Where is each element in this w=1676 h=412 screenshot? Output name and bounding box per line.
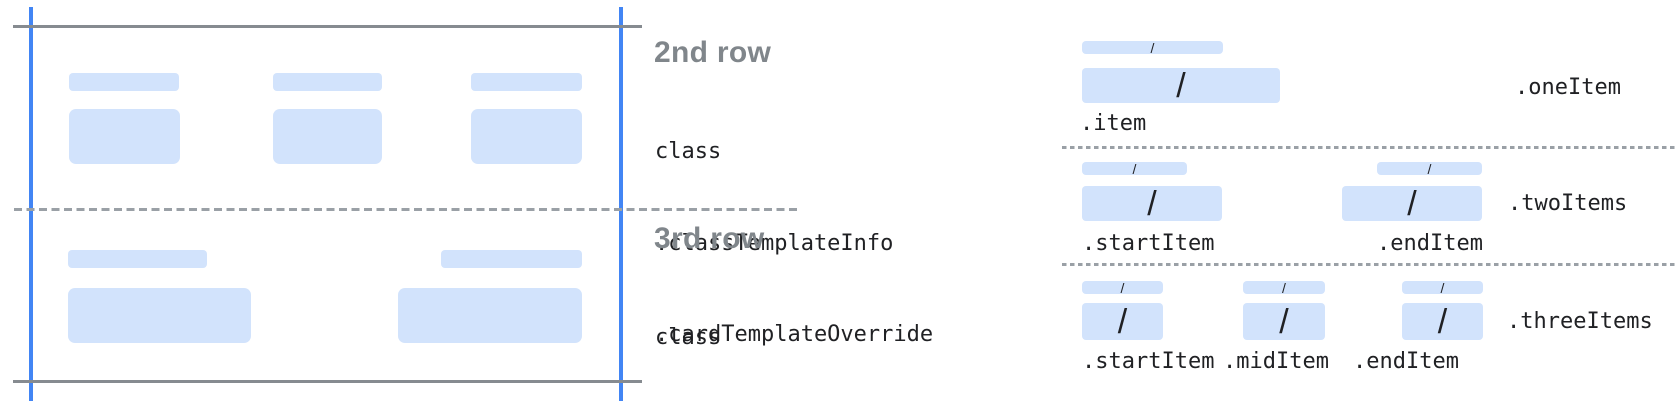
placeholder-slash: / — [1132, 160, 1137, 177]
threeitems-end-value-bar: / — [1402, 303, 1483, 340]
placeholder-slash: / — [1279, 302, 1289, 341]
placeholder-slash: / — [1282, 279, 1286, 296]
code-line: class — [655, 139, 722, 164]
threeitems-start-value-bar: / — [1082, 303, 1163, 340]
row3-end-value-placeholder — [398, 288, 582, 343]
placeholder-slash: / — [1147, 184, 1157, 223]
card-left-edge-guide — [29, 7, 33, 401]
threeitems-mid-label-bar: / — [1243, 279, 1325, 296]
placeholder-slash: / — [1407, 184, 1417, 223]
legend-divider-dotted-line — [1062, 146, 1676, 149]
placeholder-slash: / — [1120, 279, 1125, 296]
row-2-class-path: class .classTemplateInfo .cardTemplateOv… — [655, 76, 973, 412]
twoitems-start-value-bar: / — [1082, 186, 1222, 221]
row-2-heading: 2nd row — [654, 36, 772, 69]
card-top-edge-guide — [13, 25, 642, 28]
row2-col2-value-placeholder — [273, 109, 382, 164]
oneitem-class-label: .oneItem — [1515, 75, 1621, 100]
twoitems-start-label-bar: / — [1082, 160, 1187, 177]
startitem-field-label: .startItem — [1082, 349, 1215, 374]
placeholder-slash: / — [1117, 302, 1128, 341]
twoitems-class-label: .twoItems — [1508, 191, 1628, 216]
row2-col1-value-placeholder — [69, 109, 180, 164]
placeholder-slash: / — [1150, 39, 1155, 56]
enditem-field-label: .endItem — [1353, 349, 1459, 374]
row-3-heading: 3rd row — [654, 222, 765, 255]
code-line: class — [655, 325, 722, 350]
miditem-field-label: .midItem — [1223, 349, 1329, 374]
row3-start-value-placeholder — [68, 288, 251, 343]
placeholder-slash: / — [1437, 302, 1448, 341]
row2-col3-value-placeholder — [471, 109, 582, 164]
legend-divider-dotted-line — [1062, 263, 1676, 266]
placeholder-slash: / — [1176, 66, 1186, 105]
enditem-field-label: .endItem — [1377, 231, 1483, 256]
twoitems-end-label-bar: / — [1377, 160, 1482, 177]
code-line: .classTemplateInfo — [655, 230, 894, 256]
card-bottom-edge-guide — [13, 380, 642, 383]
code-line: .cardTemplateOverride — [655, 322, 934, 347]
item-field-label: .item — [1080, 111, 1147, 136]
row-divider-dashed-line — [14, 208, 798, 211]
threeitems-end-label-bar: / — [1402, 279, 1483, 296]
oneitem-item-value-bar: / — [1082, 68, 1280, 103]
threeitems-class-label: .threeItems — [1507, 309, 1653, 334]
startitem-field-label: .startItem — [1082, 231, 1215, 256]
row2-col2-label-placeholder — [273, 73, 382, 91]
placeholder-slash: / — [1427, 160, 1432, 177]
row2-col1-label-placeholder — [69, 73, 179, 91]
card-right-edge-guide — [619, 7, 623, 401]
placeholder-slash: / — [1440, 279, 1445, 296]
row2-col3-label-placeholder — [471, 73, 582, 91]
row3-end-label-placeholder — [441, 250, 582, 268]
twoitems-end-value-bar: / — [1342, 186, 1482, 221]
threeitems-mid-value-bar: / — [1243, 303, 1325, 340]
oneitem-item-label-bar: / — [1082, 39, 1223, 56]
threeitems-start-label-bar: / — [1082, 279, 1163, 296]
row3-start-label-placeholder — [68, 250, 207, 268]
row-3-class-path: class .classTemplateInfo .cardTemplateOv… — [655, 262, 973, 412]
